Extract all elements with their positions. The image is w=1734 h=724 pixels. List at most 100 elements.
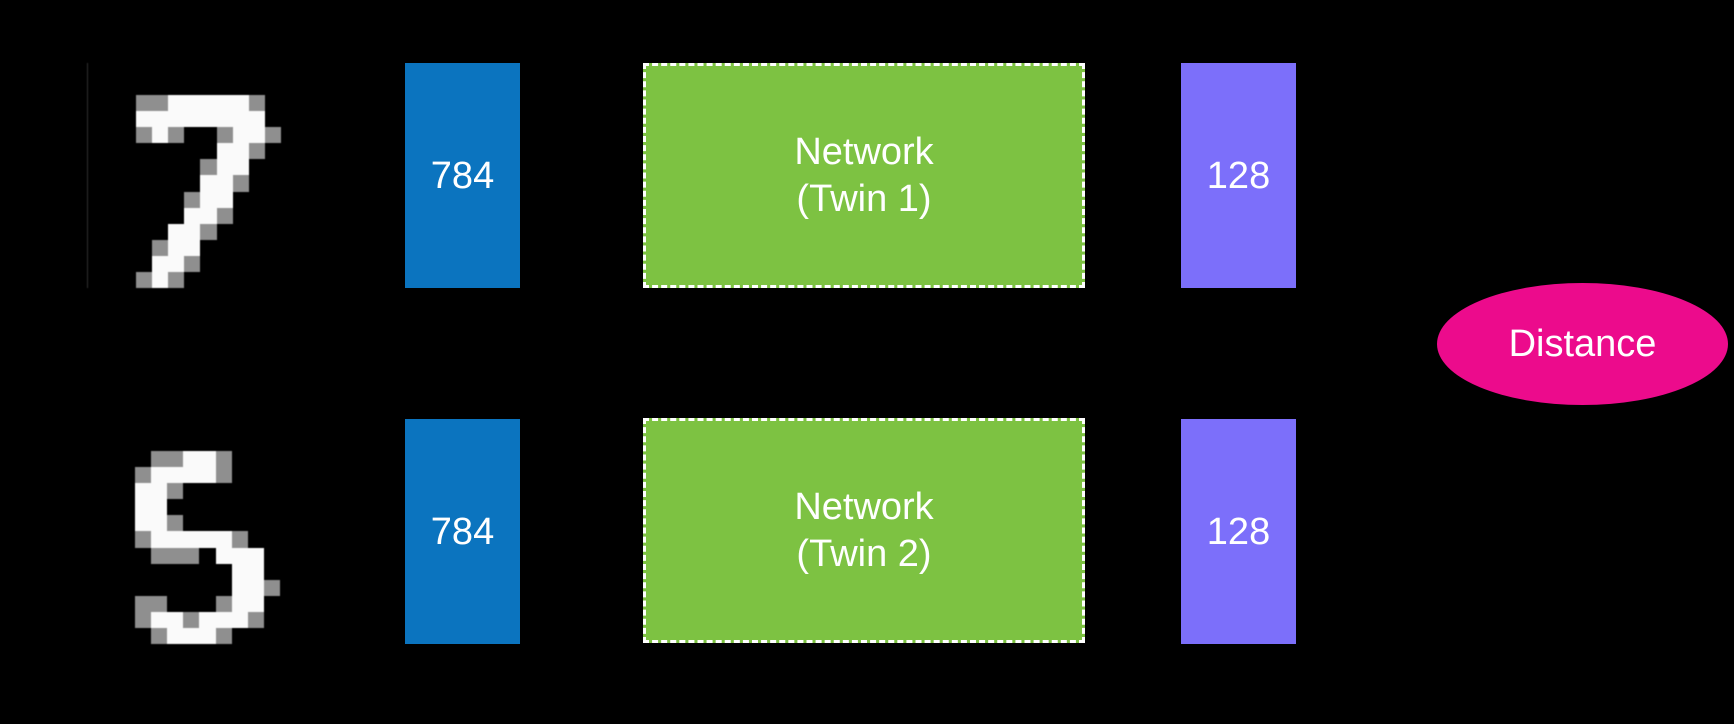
- digit-pixel: [151, 467, 168, 484]
- digit-pixel: [232, 467, 248, 483]
- digit-pixel: [135, 595, 152, 612]
- digit-pixel: [135, 611, 152, 628]
- digit-pixel: [217, 79, 233, 95]
- digit-pixel: [249, 159, 265, 175]
- digit-pixel: [120, 240, 136, 256]
- digit-pixel: [152, 143, 168, 159]
- digit-pixel: [297, 63, 313, 79]
- digit-pixel: [103, 564, 119, 580]
- digit-pixel: [215, 627, 232, 644]
- digit-pixel: [184, 175, 200, 191]
- digit-pixel: [136, 240, 152, 256]
- digit-pixel: [104, 256, 120, 272]
- digit-pixel: [200, 159, 217, 176]
- digit-pixel: [167, 531, 184, 548]
- digit-pixel: [216, 111, 233, 128]
- digit-pixel: [232, 111, 249, 128]
- digit-pixel: [152, 127, 169, 144]
- digit-pixel: [281, 272, 297, 288]
- digit-pixel: [152, 192, 168, 208]
- digit-pixel: [103, 483, 119, 499]
- digit-pixel: [216, 419, 232, 435]
- digit-pixel: [199, 451, 216, 468]
- digit-pixel: [167, 451, 184, 468]
- digit-pixel: [183, 435, 199, 451]
- digit-pixel: [248, 451, 264, 467]
- digit-pixel: [168, 192, 184, 208]
- digit-pixel: [199, 419, 215, 435]
- digit-pixel: [265, 111, 281, 127]
- digit-pixel: [183, 596, 199, 612]
- digit-pixel: [232, 435, 248, 451]
- digit-pixel: [151, 611, 168, 628]
- digit-pixel: [168, 111, 185, 128]
- network-label-line2-twin2: (Twin 2): [796, 532, 932, 575]
- digit-pixel: [120, 256, 136, 272]
- digit-pixel: [183, 419, 199, 435]
- digit-pixel: [297, 79, 313, 95]
- digit-pixel: [297, 208, 313, 224]
- digit-pixel: [135, 564, 151, 580]
- digit-pixel: [265, 143, 281, 159]
- digit-pixel: [87, 628, 103, 644]
- digit-pixel: [233, 63, 249, 79]
- digit-pixel: [103, 612, 119, 628]
- digit-pixel: [199, 627, 216, 644]
- digit-pixel: [136, 224, 152, 240]
- digit-pixel: [215, 547, 232, 564]
- digit-pixel: [264, 628, 280, 644]
- digit-pixel: [184, 159, 200, 175]
- digit-pixel: [135, 419, 151, 435]
- digit-pixel: [87, 499, 103, 515]
- digit-pixel: [183, 451, 200, 468]
- digit-pixel: [233, 208, 249, 224]
- digit-pixel: [281, 111, 297, 127]
- digit-pixel: [120, 63, 136, 79]
- digit-pixel: [119, 531, 135, 547]
- digit-pixel: [104, 159, 120, 175]
- digit-pixel: [167, 580, 183, 596]
- digit-pixel: [296, 435, 312, 451]
- digit-pixel: [232, 483, 248, 499]
- digit-pixel: [184, 95, 201, 112]
- digit-pixel: [120, 224, 136, 240]
- digit-pixel: [88, 63, 104, 79]
- digit-pixel: [265, 224, 281, 240]
- digit-pixel: [297, 127, 313, 143]
- digit-pixel: [184, 207, 201, 224]
- digit-pixel: [280, 531, 296, 547]
- digit-pixel: [281, 240, 297, 256]
- digit-pixel: [263, 579, 280, 596]
- digit-pixel: [231, 611, 248, 628]
- digit-pixel: [249, 63, 265, 79]
- digit-pixel: [232, 628, 248, 644]
- digit-pixel: [87, 564, 103, 580]
- digit-pixel: [103, 548, 119, 564]
- digit-pixel: [296, 419, 312, 435]
- digit-pixel: [248, 127, 265, 144]
- digit-pixel: [168, 159, 184, 175]
- digit-pixel: [248, 515, 264, 531]
- digit-pixel: [87, 548, 103, 564]
- digit-pixel: [168, 208, 184, 224]
- digit-pixel: [296, 580, 312, 596]
- digit-pixel: [199, 483, 215, 499]
- digit-pixel: [136, 208, 152, 224]
- digit-pixel: [265, 79, 281, 95]
- digit-pixel: [151, 580, 167, 596]
- digit-pixel: [264, 531, 280, 547]
- digit-pixel: [120, 159, 136, 175]
- digit-pixel: [264, 612, 280, 628]
- digit-pixel: [232, 451, 248, 467]
- digit-pixel: [151, 499, 168, 516]
- digit-pixel: [232, 127, 249, 144]
- digit-pixel: [119, 483, 135, 499]
- digit-pixel: [217, 63, 233, 79]
- digit-pixel: [104, 224, 120, 240]
- digit-pixel: [249, 272, 265, 288]
- digit-pixel: [184, 79, 200, 95]
- digit-pixel: [119, 451, 135, 467]
- digit-pixel: [200, 272, 216, 288]
- digit-pixel: [264, 127, 281, 144]
- digit-pixel: [296, 467, 312, 483]
